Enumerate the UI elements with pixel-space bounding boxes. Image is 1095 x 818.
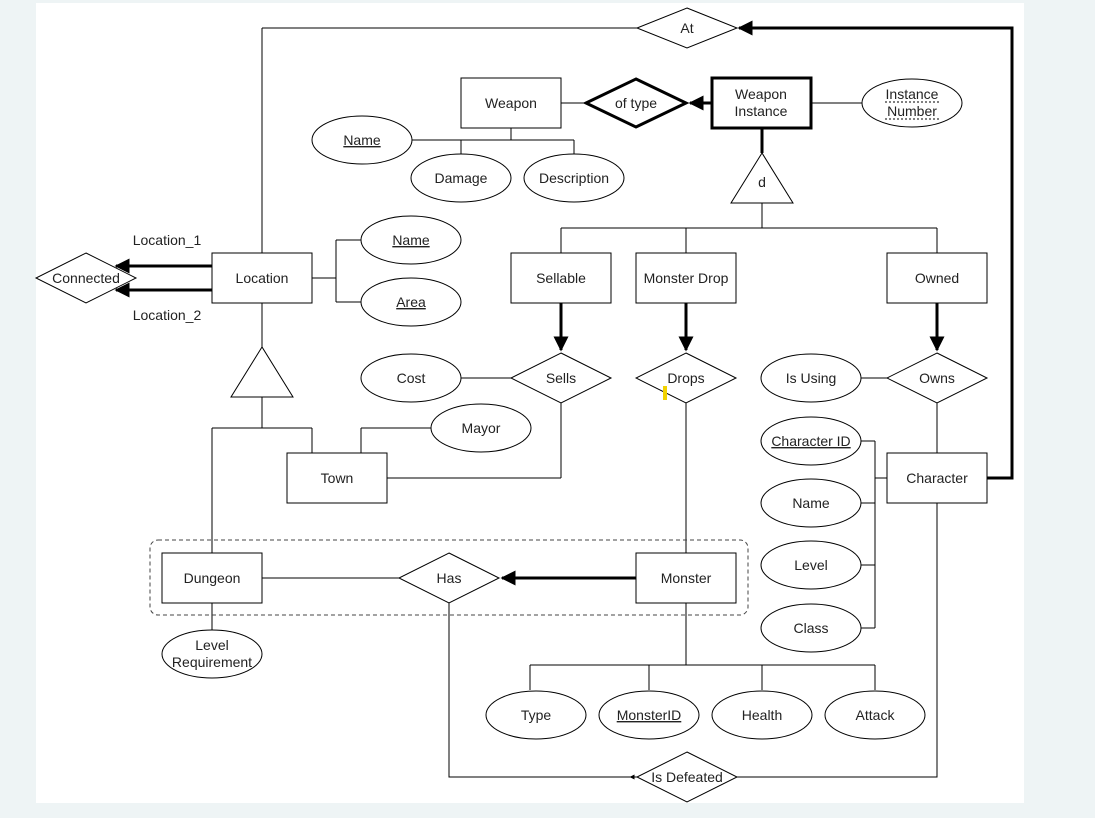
specialization-d: d [730,152,794,204]
attribute-character-id[interactable]: Character ID [760,416,862,466]
bold-arrows [114,20,1014,780]
relationship-connected-label: Connected [52,270,120,286]
relationship-sells[interactable]: Sells [509,352,613,404]
entity-owned[interactable]: Owned [886,252,988,304]
attribute-weapon-name-label: Name [343,132,381,148]
attribute-damage[interactable]: Damage [410,153,512,203]
text-cursor-highlight [663,386,667,400]
attribute-description-label: Description [539,170,609,186]
entity-character[interactable]: Character [886,452,988,504]
entity-character-label: Character [906,470,968,486]
location-specialization-triangle [230,346,294,398]
attribute-instance-number-label-1: Instance [886,86,939,102]
attribute-character-name-label: Name [792,495,830,511]
relationship-owns[interactable]: Owns [885,352,989,404]
relationship-at-label: At [680,20,693,36]
attribute-level-requirement-label-1: Level [195,637,228,653]
attribute-character-name[interactable]: Name [760,478,862,528]
entity-weapon-instance[interactable]: Weapon Instance [710,76,813,130]
attribute-health[interactable]: Health [711,690,813,740]
attribute-is-using-label: Is Using [786,370,837,386]
attribute-class-label: Class [793,620,828,636]
entity-dungeon[interactable]: Dungeon [161,552,263,604]
relationship-has[interactable]: Has [397,552,501,604]
attribute-mayor[interactable]: Mayor [430,403,532,453]
attribute-description[interactable]: Description [523,153,625,203]
connector-lines [211,27,938,778]
attribute-is-using[interactable]: Is Using [760,353,862,403]
attribute-monster-id-label: MonsterID [617,707,682,723]
entity-monster-drop[interactable]: Monster Drop [635,252,737,304]
relationship-has-label: Has [437,570,462,586]
attribute-instance-number[interactable]: Instance Number [861,78,963,128]
entity-sellable-label: Sellable [536,270,586,286]
specialization-label: d [758,174,766,190]
attribute-attack-label: Attack [856,707,896,723]
attribute-mayor-label: Mayor [462,420,501,436]
attribute-level-requirement-label-2: Requirement [172,654,252,670]
attribute-weapon-name[interactable]: Name [311,115,413,165]
attribute-type-label: Type [521,707,552,723]
attribute-attack[interactable]: Attack [824,690,926,740]
entity-weapon-label: Weapon [485,95,537,111]
role-label-location-1: Location_1 [133,232,202,248]
relationship-at[interactable]: At [635,7,739,49]
character-to-at-arrow [737,20,1014,480]
relationship-of-type[interactable]: of type [582,77,690,129]
entity-monster[interactable]: Monster [635,552,737,604]
relationship-is-defeated-label: Is Defeated [651,769,723,785]
relationship-sells-label: Sells [546,370,576,386]
attribute-level-label: Level [794,557,827,573]
entity-town[interactable]: Town [286,452,388,504]
attribute-class[interactable]: Class [760,603,862,653]
relationship-connected[interactable]: Connected [34,252,138,304]
entity-weapon-instance-label-2: Instance [735,103,788,119]
attribute-character-id-label: Character ID [771,433,850,449]
relationship-is-defeated[interactable]: Is Defeated [635,751,739,803]
relationship-owns-label: Owns [919,370,955,386]
entity-owned-label: Owned [915,270,959,286]
attribute-area[interactable]: Area [360,277,462,327]
attribute-damage-label: Damage [435,170,488,186]
attribute-type[interactable]: Type [485,690,587,740]
entity-dungeon-label: Dungeon [184,570,241,586]
entity-monster-drop-label: Monster Drop [644,270,729,286]
specialization-triangle [730,152,794,204]
entity-monster-label: Monster [661,570,712,586]
entity-sellable[interactable]: Sellable [510,252,612,304]
attribute-area-label: Area [396,294,426,310]
attribute-health-label: Health [742,707,782,723]
entity-town-label: Town [321,470,354,486]
attribute-location-name-label: Name [392,232,430,248]
entity-weapon-instance-label-1: Weapon [735,86,787,102]
relationship-drops-label: Drops [667,370,704,386]
entity-location-label: Location [236,270,289,286]
relationship-drops[interactable]: Drops [634,352,738,404]
attribute-monster-id[interactable]: MonsterID [598,690,700,740]
entity-weapon[interactable]: Weapon [460,77,562,129]
attribute-cost[interactable]: Cost [360,353,462,403]
relationship-of-type-label: of type [615,95,657,111]
attribute-instance-number-label-2: Number [887,103,937,119]
attribute-level[interactable]: Level [760,540,862,590]
entity-location[interactable]: Location [211,252,313,304]
aggregation-box [149,539,749,616]
attribute-level-requirement[interactable]: Level Requirement [161,629,263,679]
attribute-location-name[interactable]: Name [360,215,462,265]
attribute-cost-label: Cost [397,370,426,386]
role-label-location-2: Location_2 [133,307,202,323]
